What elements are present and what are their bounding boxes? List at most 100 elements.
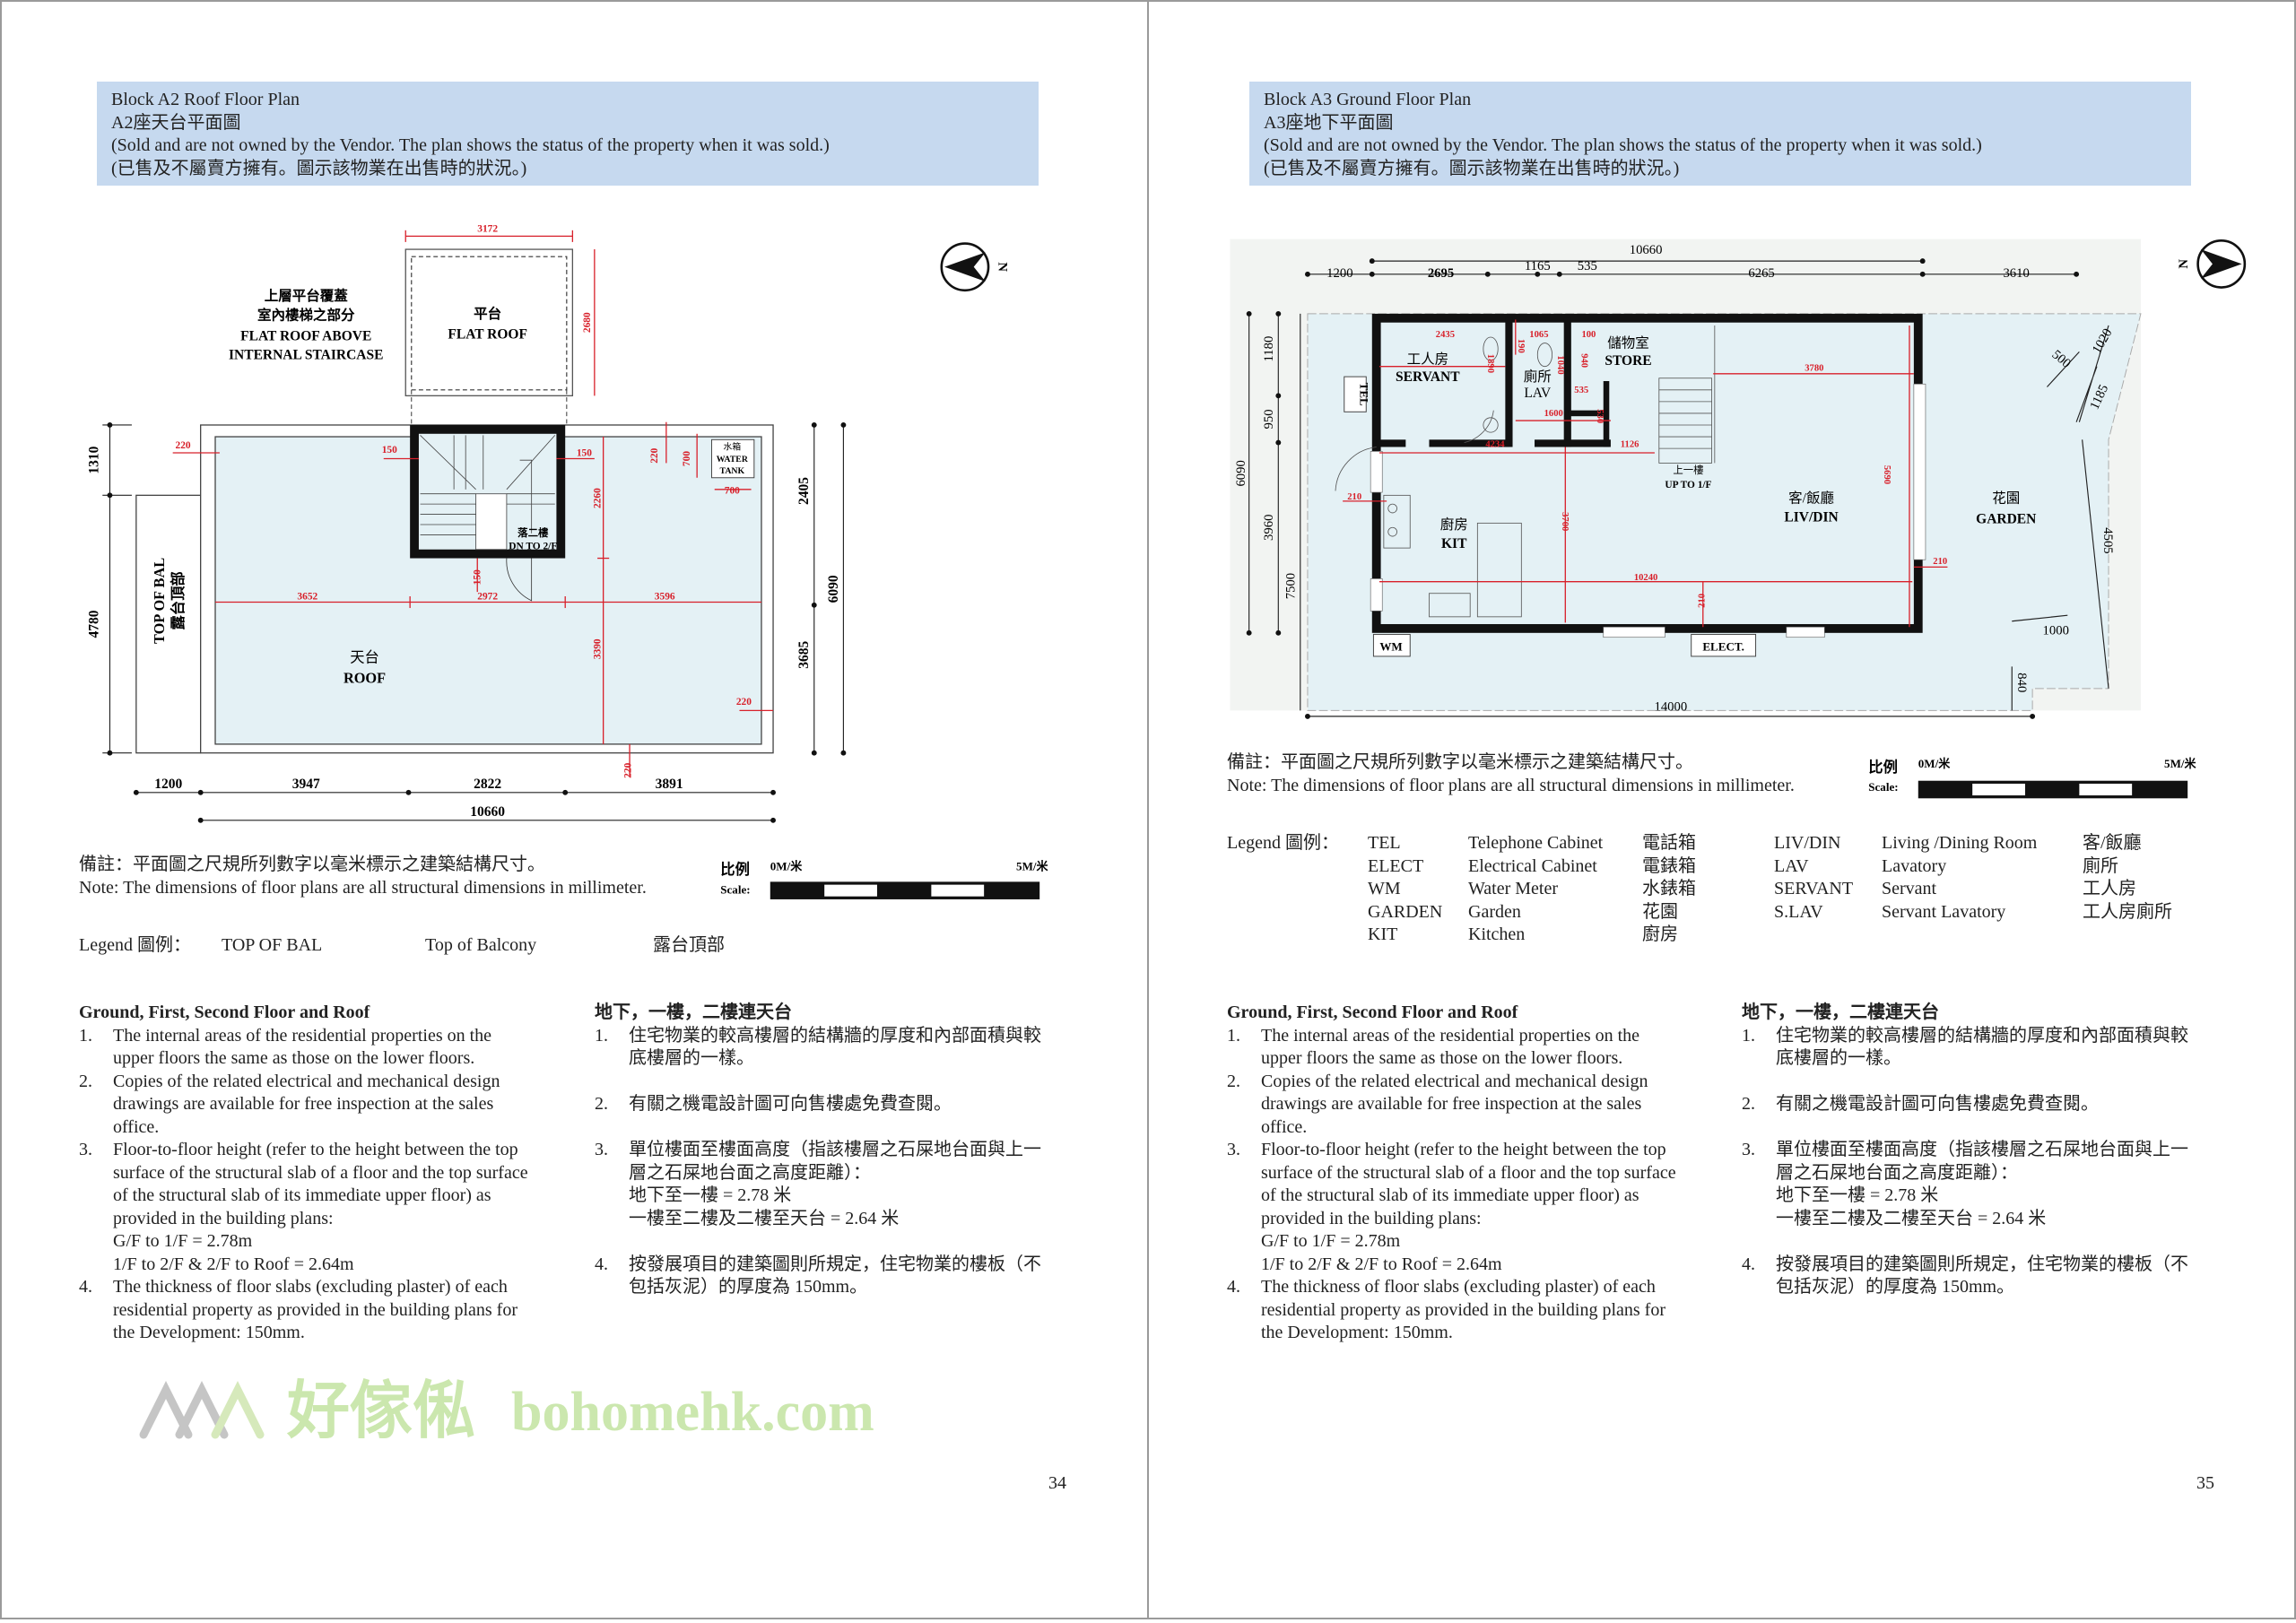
dim-label: 100 (1581, 330, 1596, 340)
watermark-logo: 好傢俬 bohomehk.com (139, 1377, 874, 1446)
dimension-note-en: Note: The dimensions of floor plans are … (1227, 776, 1795, 795)
dim-label: 535 (1578, 259, 1597, 273)
note-item: 3.單位樓面至樓面高度（指該樓層之石屎地台面與上一層之石屎地台面之高度距離）：地… (1742, 1139, 2226, 1230)
note-line: 層之石屎地台面之高度距離）： (1776, 1162, 2018, 1183)
legend-en: Garden (1468, 901, 1521, 922)
dim-label: 3947 (292, 777, 320, 792)
legend-code: LIV/DIN (1774, 833, 1841, 853)
legend-title: Legend 圖例： (79, 935, 191, 955)
north-label: N (995, 262, 1009, 272)
legend-zh: 電話箱 (1642, 833, 1696, 853)
dim-label: 530 (1595, 409, 1605, 423)
label-flat-roof-en: FLAT ROOF (448, 327, 527, 343)
note-number: 3. (1227, 1140, 1240, 1159)
note-line: 有關之機電設計圖可向售樓處免費查閱。 (1776, 1094, 2099, 1114)
legend-zh: 廁所 (2083, 855, 2118, 876)
label-top-of-bal-en: TOP OF BAL (151, 558, 168, 644)
black-dimension-lines (1248, 260, 2109, 717)
note-number: 3. (1742, 1140, 1755, 1159)
legend-code: GARDEN (1368, 901, 1443, 922)
notes-english: Ground, First, Second Floor and Roof 1.Th… (79, 1002, 528, 1345)
plan-status-zh: (已售及不屬賣方擁有。圖示該物業在出售時的狀況。) (1264, 158, 1680, 178)
notes-heading: 地下，一樓，二樓連天台 (595, 1002, 792, 1022)
note-item: 1.The internal areas of the residential … (79, 1025, 527, 1071)
dim-label: 210 (1697, 594, 1707, 608)
note-line: drawings are available for free inspecti… (1261, 1094, 1642, 1114)
legend-en: Telephone Cabinet (1468, 833, 1604, 853)
black-dimension-lines (102, 424, 844, 821)
label-flat-roof-above-en: INTERNAL STAIRCASE (229, 348, 383, 363)
note-item: 3.Floor-to-floor height (refer to the he… (79, 1139, 528, 1276)
dim-label: 150 (577, 447, 592, 458)
plan-title-zh: A2座天台平面圖 (111, 112, 241, 133)
legend-zh: 工人房 (2083, 879, 2136, 898)
legend-code: SERVANT (1774, 879, 1854, 898)
note-number: 3. (595, 1140, 608, 1159)
room-label-lav-en: LAV (1524, 386, 1552, 401)
legend-en: Living /Dining Room (1882, 833, 2038, 853)
dim-label: 3960 (1262, 515, 1276, 541)
note-line: G/F to 1/F = 2.78m (1261, 1231, 1401, 1251)
legend-code: S.LAV (1774, 901, 1823, 922)
note-line: 住宅物業的較高樓層的結構牆的厚度和內部面積與較 (629, 1025, 1041, 1046)
dimension-dots (107, 422, 847, 823)
notes-heading: Ground, First, Second Floor and Roof (79, 1002, 370, 1022)
plan-status-en: (Sold and are not owned by the Vendor. T… (1264, 135, 1982, 155)
note-line: The internal areas of the residential pr… (1261, 1025, 1640, 1046)
tel-label: TEL (1358, 383, 1371, 406)
note-line: surface of the structural slab of a floo… (113, 1162, 528, 1183)
water-tank (710, 438, 755, 479)
note-line: residential property as provided in the … (1261, 1299, 1666, 1320)
note-line: The internal areas of the residential pr… (113, 1025, 492, 1046)
dim-label: 14000 (1654, 699, 1687, 714)
a2-roof-floor-plan: 水箱 WATER TANK 上層平台覆蓋 室內樓梯之部分 FLAT ROOF A… (86, 223, 1009, 823)
note-number: 3. (79, 1140, 92, 1159)
legend-en: Kitchen (1468, 924, 1526, 944)
note-line: the Development: 150mm. (1261, 1323, 1453, 1342)
note-line: upper floors the same as those on the lo… (1261, 1048, 1623, 1068)
room-label-store-en: STORE (1605, 353, 1651, 369)
note-line: 底樓層的一樣。 (1776, 1048, 1901, 1068)
dim-label: 10660 (1630, 243, 1663, 257)
note-item: 3.單位樓面至樓面高度（指該樓層之石屎地台面與上一層之石屎地台面之高度距離）：地… (595, 1139, 1079, 1230)
dim-label: 1180 (1262, 336, 1276, 362)
label-roof-en: ROOF (344, 669, 386, 686)
note-line: drawings are available for free inspecti… (113, 1094, 494, 1114)
a3-ground-floor-plan: 2435 1065 100 3780 4234 1126 1600 535 10… (1230, 239, 2247, 719)
dim-label: 1040 (1555, 355, 1565, 374)
scale-start: 0M/米 (770, 859, 803, 872)
dim-label: 4234 (1485, 439, 1505, 449)
north-label: N (2177, 259, 2191, 269)
dim-label: 10240 (1634, 573, 1658, 583)
legend-zh: 客/飯廳 (2083, 833, 2142, 853)
note-item: 1.The internal areas of the residential … (1227, 1025, 1675, 1071)
dim-label: 1126 (1621, 439, 1639, 449)
dim-label: 2822 (474, 777, 501, 792)
dim-label: 220 (736, 697, 752, 707)
room-label-lav-zh: 廁所 (1524, 368, 1552, 385)
note-line: The thickness of floor slabs (excluding … (1261, 1277, 1656, 1297)
dim-label: 1065 (1529, 330, 1548, 340)
note-number: 2. (595, 1094, 608, 1114)
dim-label: 4505 (2100, 527, 2115, 553)
internal-walls (1376, 317, 1611, 447)
dim-label: 1890 (1485, 354, 1495, 373)
legend-zh: 電錶箱 (1642, 855, 1696, 876)
legend-code: TEL (1368, 833, 1401, 853)
house-outer-walls (1371, 313, 1923, 633)
dim-label: 3891 (656, 777, 683, 792)
scale-end: 5M/米 (1016, 859, 1048, 872)
note-line: 一樓至二樓及二樓至天台 = 2.64 米 (629, 1208, 900, 1228)
page-number: 35 (2196, 1473, 2214, 1493)
elect-label: ELECT. (1702, 639, 1744, 653)
dim-label: 3685 (796, 641, 812, 669)
dim-label: 6090 (1234, 460, 1248, 486)
dim-label: 210 (1347, 492, 1361, 502)
note-number: 2. (1742, 1094, 1755, 1114)
legend-zh: 水錶箱 (1642, 879, 1696, 898)
plan-title-zh: A3座地下平面圖 (1264, 112, 1394, 133)
plan-status-zh: (已售及不屬賣方擁有。圖示該物業在出售時的狀況。) (111, 158, 527, 178)
dim-label: 7500 (1283, 573, 1298, 599)
wm-label: WM (1379, 639, 1402, 653)
